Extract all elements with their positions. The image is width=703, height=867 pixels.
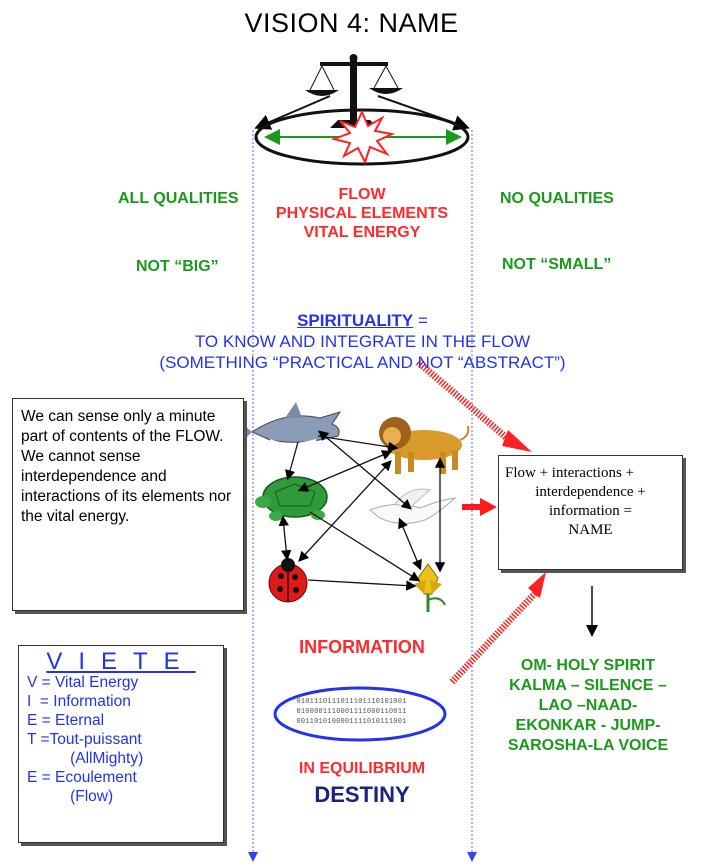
shark-icon [236, 402, 342, 448]
names-line-2: KALMA – SILENCE – [509, 677, 667, 694]
flower-icon [414, 563, 446, 612]
red-hatched-arrow-bottom [449, 572, 546, 685]
not-big-label: NOT “BIG” [136, 258, 219, 275]
information-label: INFORMATION [299, 637, 425, 657]
names-line-1: OM- HOLY SPIRIT [520, 657, 656, 674]
no-qualities-label: NO QUALITIES [500, 190, 614, 207]
information-ellipse [273, 686, 447, 742]
right-line-arrow [467, 852, 477, 862]
destiny-label: DESTINY [314, 782, 410, 807]
vital-energy-label: VITAL ENERGY [303, 224, 421, 241]
viete-line-6: E = Ecoulement [27, 769, 137, 786]
senses-note-box: We can sense only a minute part of conte… [12, 398, 244, 611]
equilibrium-label: IN EQUILIBRIUM [298, 760, 426, 777]
flow-label: FLOW [338, 186, 386, 203]
formula-line-4: NAME [568, 522, 613, 538]
viete-line-5: (AllMighty) [27, 750, 144, 767]
viete-line-4: T =Tout-puissant [27, 731, 142, 748]
formula-line-2: interdependence + [535, 484, 646, 500]
viete-line-7: (Flow) [27, 788, 114, 805]
spirituality-word: SPIRITUALITY [297, 311, 414, 330]
lion-icon [379, 417, 470, 474]
spirituality-block: SPIRITUALITY = TO KNOW AND INTEGRATE IN … [100, 310, 625, 373]
names-line-3: LAO –NAAD- [538, 697, 638, 714]
binary-line-1: 0101110111011101110101001 [296, 698, 407, 706]
spirituality-equals: = [413, 311, 428, 330]
viete-line-3: E = Eternal [27, 712, 105, 729]
binary-line-2: 0100001110001111000110011 [296, 708, 407, 716]
not-small-label: NOT “SMALL” [502, 256, 612, 273]
spirituality-line-1: TO KNOW AND INTEGRATE IN THE FLOW [194, 332, 531, 351]
left-line-arrow [248, 852, 258, 862]
dove-icon [369, 488, 457, 524]
names-line-4: EKONKAR - JUMP- [515, 717, 661, 734]
all-qualities-label: ALL QUALITIES [118, 190, 239, 207]
divine-names-block: OM- HOLY SPIRIT KALMA – SILENCE – LAO –N… [468, 656, 703, 756]
viete-box: VIETE V = Vital Energy I = Information E… [18, 645, 224, 843]
formula-line-3: information = [548, 503, 633, 519]
starburst-icon [330, 109, 396, 165]
formula-line-1: Flow + interactions + [505, 465, 634, 481]
red-hatched-arrow-top [415, 359, 532, 452]
viete-line-2: I = Information [27, 693, 131, 710]
senses-note-text: We can sense only a minute part of conte… [21, 408, 232, 525]
viete-title: VIETE [46, 648, 196, 675]
scale-left-arrow [254, 95, 331, 130]
binary-line-3: 0011010100001111010111001 [296, 718, 407, 726]
center-labels: FLOW PHYSICAL ELEMENTS VITAL ENERGY [252, 185, 472, 242]
page-title: VISION 4: NAME [244, 8, 459, 38]
spirituality-line-2: (SOMETHING “PRACTICAL AND NOT “ABSTRACT”… [159, 353, 566, 372]
red-solid-arrow [462, 498, 497, 516]
physical-elements-label: PHYSICAL ELEMENTS [275, 205, 449, 222]
viete-line-1: V = Vital Energy [27, 674, 139, 691]
ladybug-icon [268, 558, 308, 603]
names-line-5: SAROSHA-LA VOICE [507, 737, 669, 754]
name-formula-box: Flow + interactions + interdependence + … [498, 455, 683, 570]
scale-icon [305, 54, 403, 128]
